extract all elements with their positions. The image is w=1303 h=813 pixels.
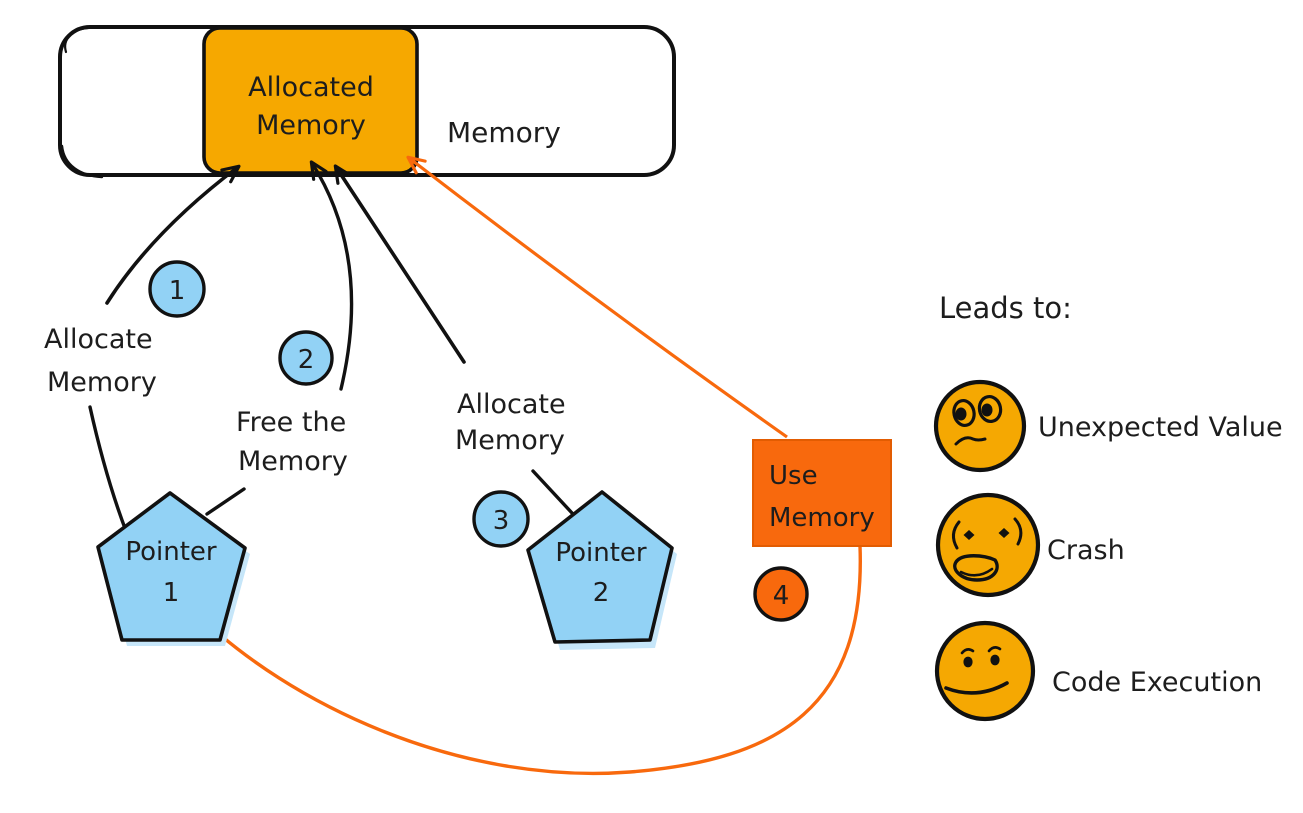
step-badge-4 [753,566,809,622]
connector-allocate2-to-pointer2 [531,469,574,515]
face-1-mouth [954,436,987,446]
free-memory-arrow [309,160,354,391]
face-2-left-brow [952,520,961,550]
step-2-label-line1: Free the [236,407,346,438]
face-3-left-eye [963,656,973,668]
connector-pointer1-to-free [205,487,246,516]
worried-wide-eyes-face-icon [933,379,1027,473]
step-badge-3 [472,490,530,548]
leads-to-title: Leads to: [939,291,1072,325]
face-3-head [934,620,1036,722]
pointer-2-label-line1: Pointer [555,538,647,568]
step-badge-4-number: 4 [773,581,790,611]
use-memory-label-line2: Memory [769,503,875,533]
step-2-label-line2: Memory [238,446,348,477]
pointer-2-shape [526,490,674,644]
step-3-label-line1: Allocate [457,389,566,420]
step-3-label-line2: Memory [455,425,565,456]
face-3-mouth [944,681,1009,695]
face-1-right-eye [977,394,1003,424]
step-1-label-line1: Allocate [44,324,153,355]
face-2-head [935,492,1041,598]
face-1-left-eye [952,398,976,428]
face-2-right-pupil [998,528,1010,538]
step-badge-2-number: 2 [298,345,315,375]
step-badge-1-number: 1 [169,276,186,306]
pointer-1-shape [96,491,247,642]
connector-allocate1-to-pointer1 [88,405,128,533]
allocate-arrow-2 [333,164,466,364]
step-1-label-line2: Memory [47,367,157,398]
memory-bar-label: Memory [447,116,561,149]
face-3-left-brow [960,648,975,655]
face-1-right-pupil [981,403,993,417]
step-badge-1 [148,260,206,318]
memory-bar-sketch-accent-top [64,26,90,54]
allocated-memory-label-line1: Allocated [248,72,374,103]
memory-bar-sketch-accent [60,144,104,179]
face-1-left-pupil [955,407,967,421]
outcome-label-unexpected-value: Unexpected Value [1038,412,1283,443]
allocate-arrow-1 [105,164,241,305]
unamused-frown-face-icon [934,620,1036,722]
use-memory-label-line1: Use [769,461,818,491]
step-badge-3-number: 3 [493,506,510,536]
pointer-1-label-line1: Pointer [125,537,217,567]
face-3-right-eye [990,654,1000,666]
dangling-pointer-curve [193,544,862,776]
outcome-label-code-execution: Code Execution [1052,667,1262,698]
use-memory-arrow [406,155,788,439]
face-2-mouth [953,554,999,582]
step-badge-2 [278,330,334,386]
face-1-head [933,379,1027,473]
distressed-open-mouth-face-icon [935,492,1041,598]
face-2-mouth-line [959,567,994,577]
face-3-right-brow [987,646,1002,653]
allocated-memory-label-line2: Memory [256,110,366,141]
outcome-label-crash: Crash [1047,535,1125,566]
face-2-right-brow [1013,517,1023,546]
use-memory-box [752,439,892,547]
pointer-2-label-line2: 2 [593,578,610,608]
pointer-1-label-line2: 1 [163,578,180,608]
face-2-left-pupil [963,530,975,540]
